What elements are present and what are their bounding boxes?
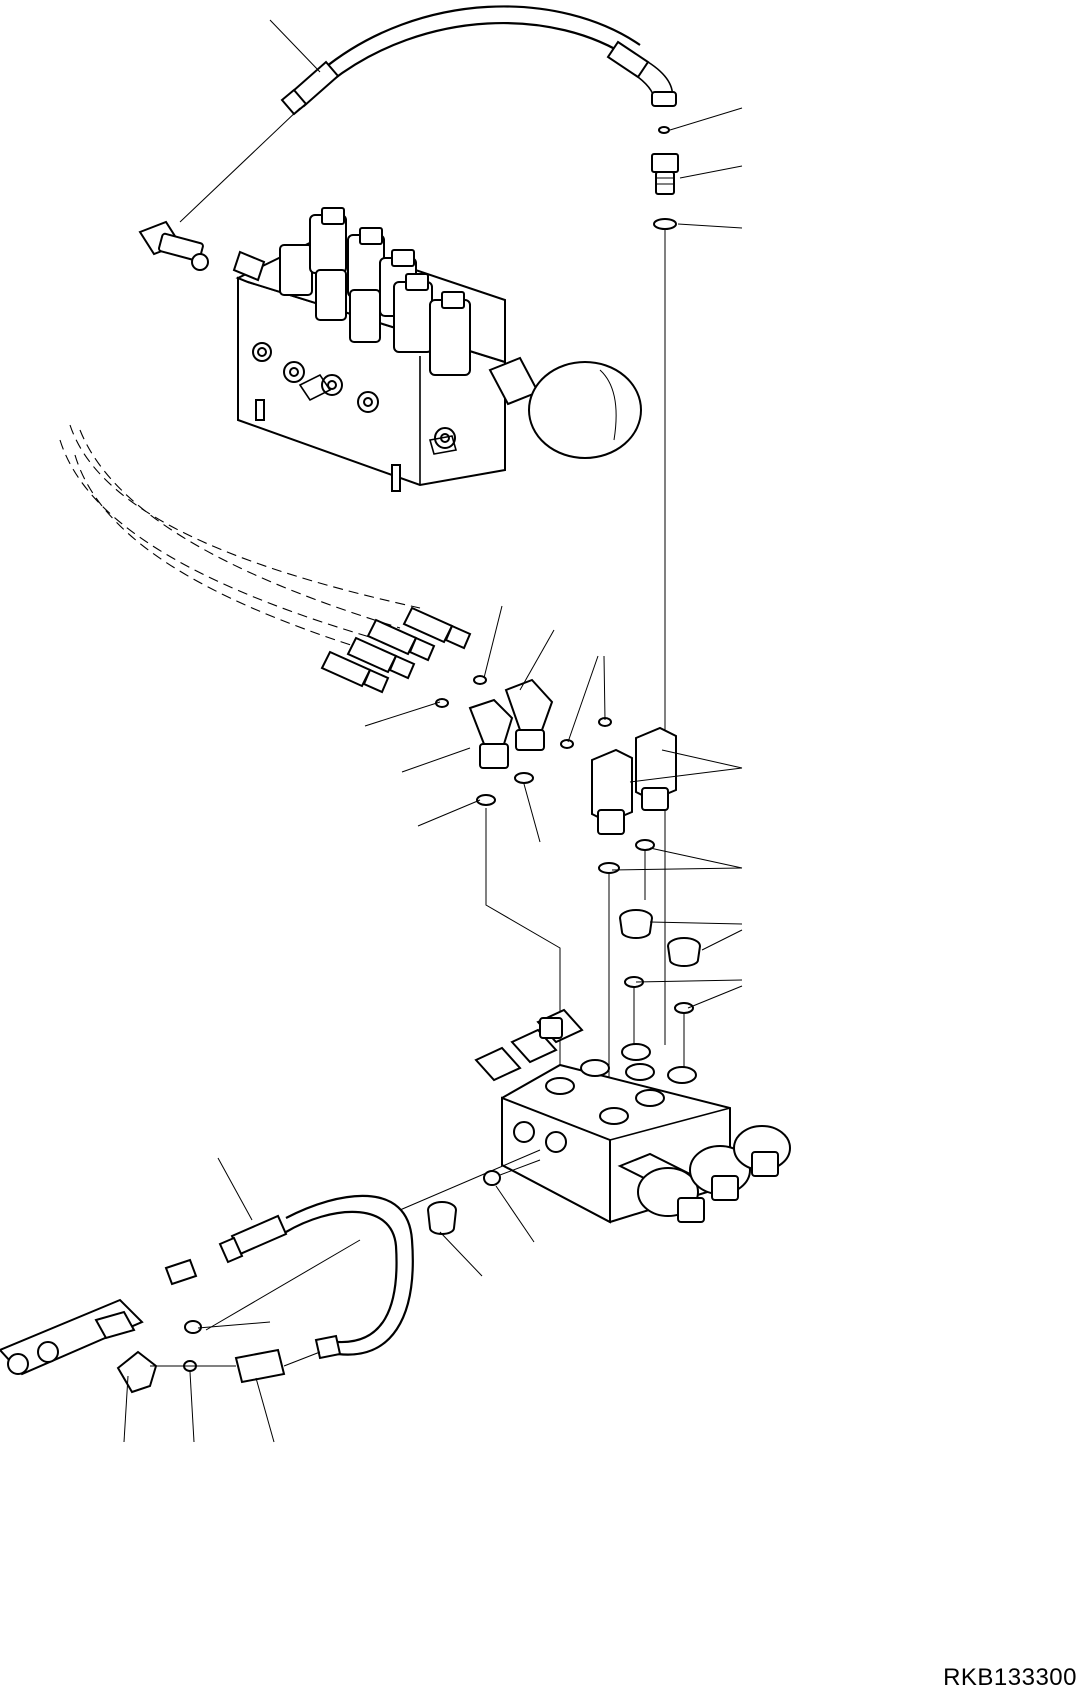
lower-solenoids [617,1125,791,1223]
lower-plug [399,1149,541,1235]
seal-rings-middle [435,675,655,874]
lower-block-spools [474,1008,584,1082]
upper-hose [280,5,677,116]
upper-right-fittings [651,126,679,230]
upper-block-ports [252,342,458,455]
routing-lines [485,808,685,1100]
callout-leaders [123,19,743,1443]
hose-end-fittings [320,606,472,694]
plugs [618,909,702,1014]
lower-valve-block [474,1008,791,1224]
solenoid-cartridges [279,207,471,376]
lower-block-ports [513,1043,697,1153]
drawing-reference-code: RKB133300 [943,1664,1077,1691]
upper-valve-block [138,107,642,492]
accumulator [488,356,642,459]
lower-left-fittings [0,1239,361,1394]
block-fittings [591,726,677,835]
phantom-hoses [59,424,421,649]
lower-hose [218,1194,414,1360]
elbow-fittings [468,678,554,769]
